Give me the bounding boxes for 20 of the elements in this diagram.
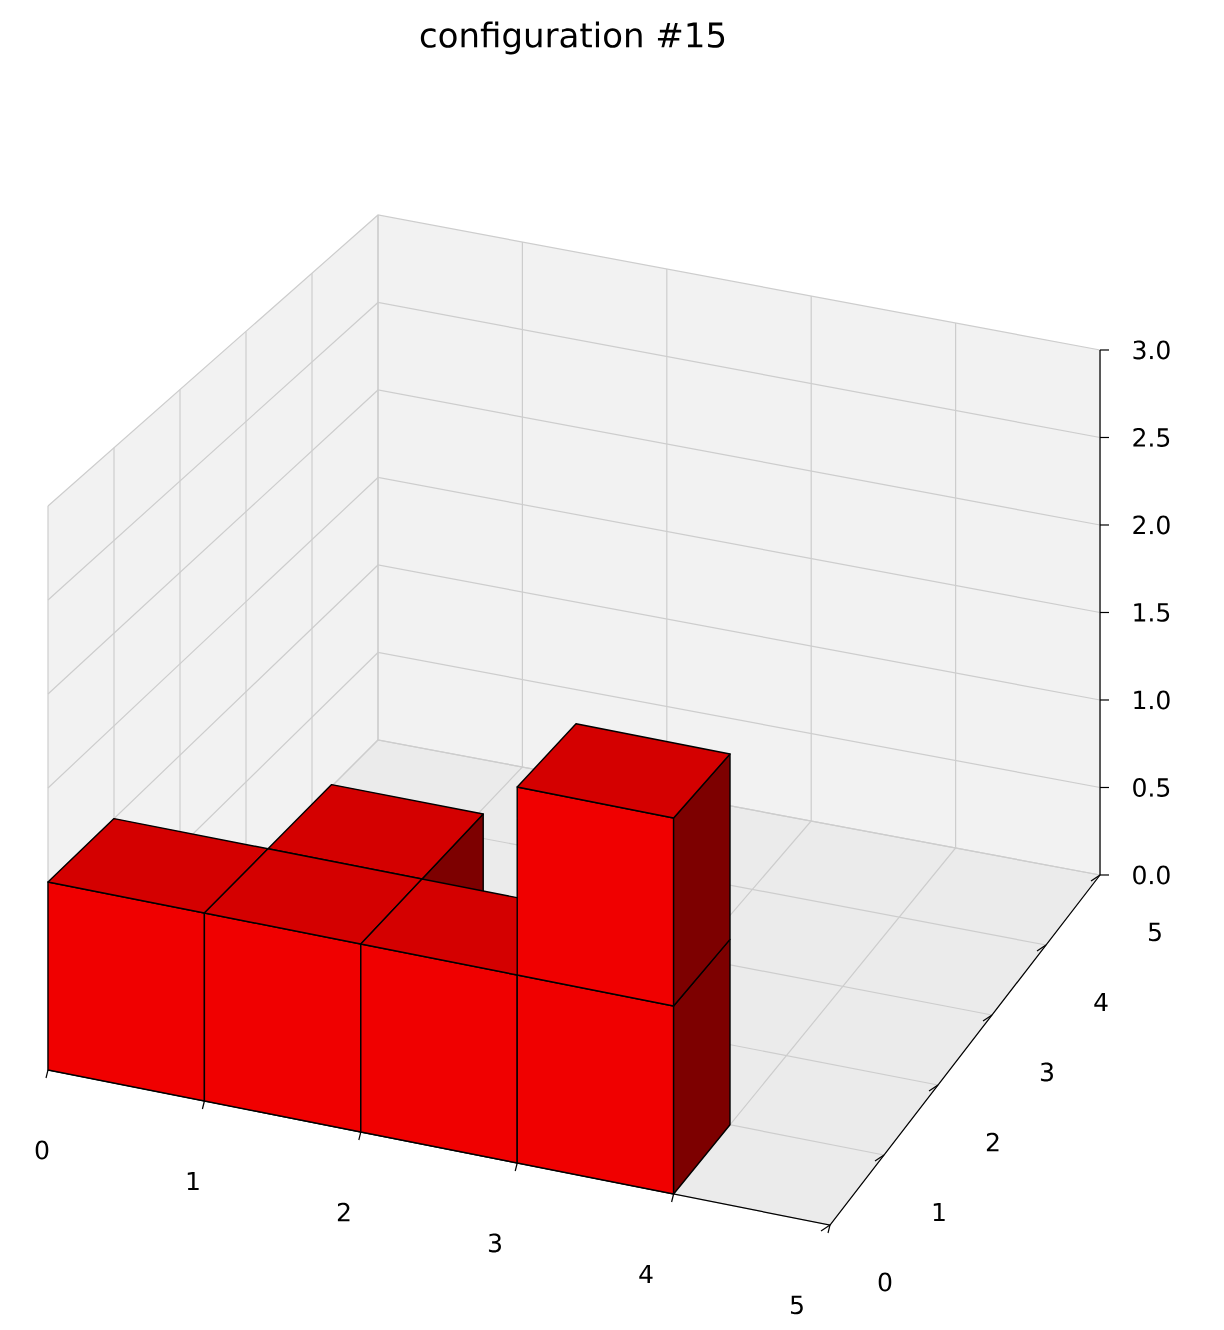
tick-label: 0.5 [1133, 778, 1170, 797]
tick-label: 4 [639, 1264, 653, 1284]
tick-label: 1 [933, 1202, 945, 1222]
tick-label: 3 [488, 1233, 501, 1253]
tick-label: 0 [35, 1140, 49, 1160]
tick-label: 2.0 [1133, 515, 1170, 535]
tick-label: 4 [1094, 992, 1108, 1012]
tick-label: 2 [986, 1132, 999, 1152]
tick-label: 0 [878, 1272, 892, 1292]
tick-label: 1.5 [1134, 603, 1170, 622]
tick-label: 0.0 [1133, 865, 1170, 885]
tick-label: 3 [1040, 1062, 1053, 1082]
tick-label: 1.0 [1134, 690, 1170, 710]
chart-title: configuration #15 [420, 21, 725, 55]
tick-label: 5 [1149, 922, 1161, 942]
tick-label: 2 [337, 1202, 350, 1222]
tick-label: 3.0 [1133, 340, 1170, 360]
tick-label: 2.5 [1133, 428, 1170, 447]
tick-label: 1 [187, 1171, 199, 1191]
tick-label: 5 [791, 1295, 803, 1315]
